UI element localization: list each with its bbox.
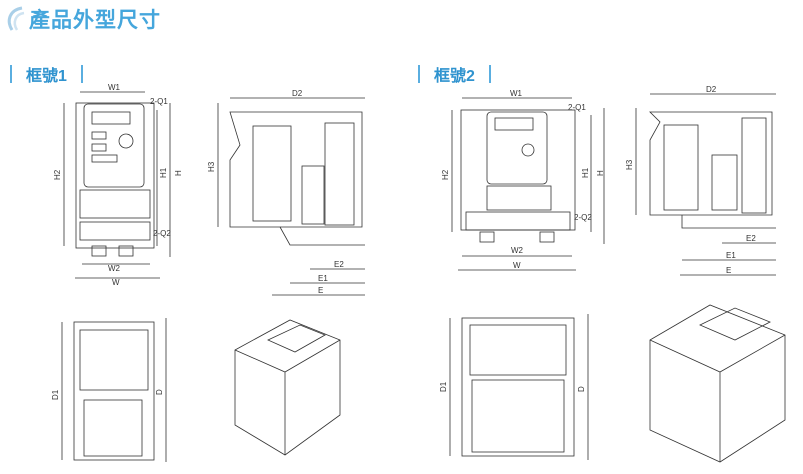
dim-e1: E1 [318,274,328,283]
frame-1-isometric-view [234,319,341,456]
dim-d2: D2 [292,89,303,98]
dim-w1: W1 [510,89,523,98]
frame-2-side-view [635,93,776,276]
frame-2-isometric-view [649,304,786,463]
wave-logo-icon [7,6,25,31]
divider [10,65,12,83]
dim-h3: H3 [625,159,634,170]
page-title: 產品外型尺寸 [29,7,161,32]
dim-2-q2: 2-Q2 [574,213,592,222]
dim-h: H [174,170,183,176]
divider [80,65,83,83]
dim-h3: H3 [207,161,216,172]
dim-e1: E1 [726,251,736,260]
dim-2-q2: 2-Q2 [153,229,171,238]
dim-d: D [577,386,586,392]
dim-w: W [112,278,120,287]
dim-h2: H2 [441,169,450,180]
dim-2-q1: 2-Q1 [150,97,168,106]
frame-2-front-view [451,97,605,271]
dim-e: E [726,266,731,275]
dim-h2: H2 [53,169,62,180]
frame-2-label: 框號2 [434,68,475,85]
dim-d1: D1 [439,381,448,392]
frame-1-bottom-view [61,318,167,462]
dim-2-q1: 2-Q1 [568,103,586,112]
dim-h1: H1 [581,167,590,178]
divider [418,65,420,83]
dim-w2: W2 [511,246,524,255]
frame-1-label: 框號1 [26,68,67,85]
dim-w2: W2 [108,264,121,273]
dim-d: D [155,389,164,395]
dim-h: H [596,170,605,176]
dim-e2: E2 [334,260,344,269]
dim-w: W [513,261,521,270]
dim-e: E [318,286,323,295]
frame-2-heading: 框號2 [418,62,491,86]
dim-h1: H1 [159,167,168,178]
dim-e2: E2 [746,234,756,243]
frame-1-heading: 框號1 [10,62,83,86]
frame-1-side-view [217,97,365,296]
page-header: 產品外型尺寸 [4,4,161,34]
frame-2-bottom-view [449,314,589,460]
dim-d2: D2 [706,85,717,94]
dim-d1: D1 [51,389,60,400]
dim-w1: W1 [108,83,121,92]
frame-1-front-view [63,91,171,279]
divider [488,65,491,83]
